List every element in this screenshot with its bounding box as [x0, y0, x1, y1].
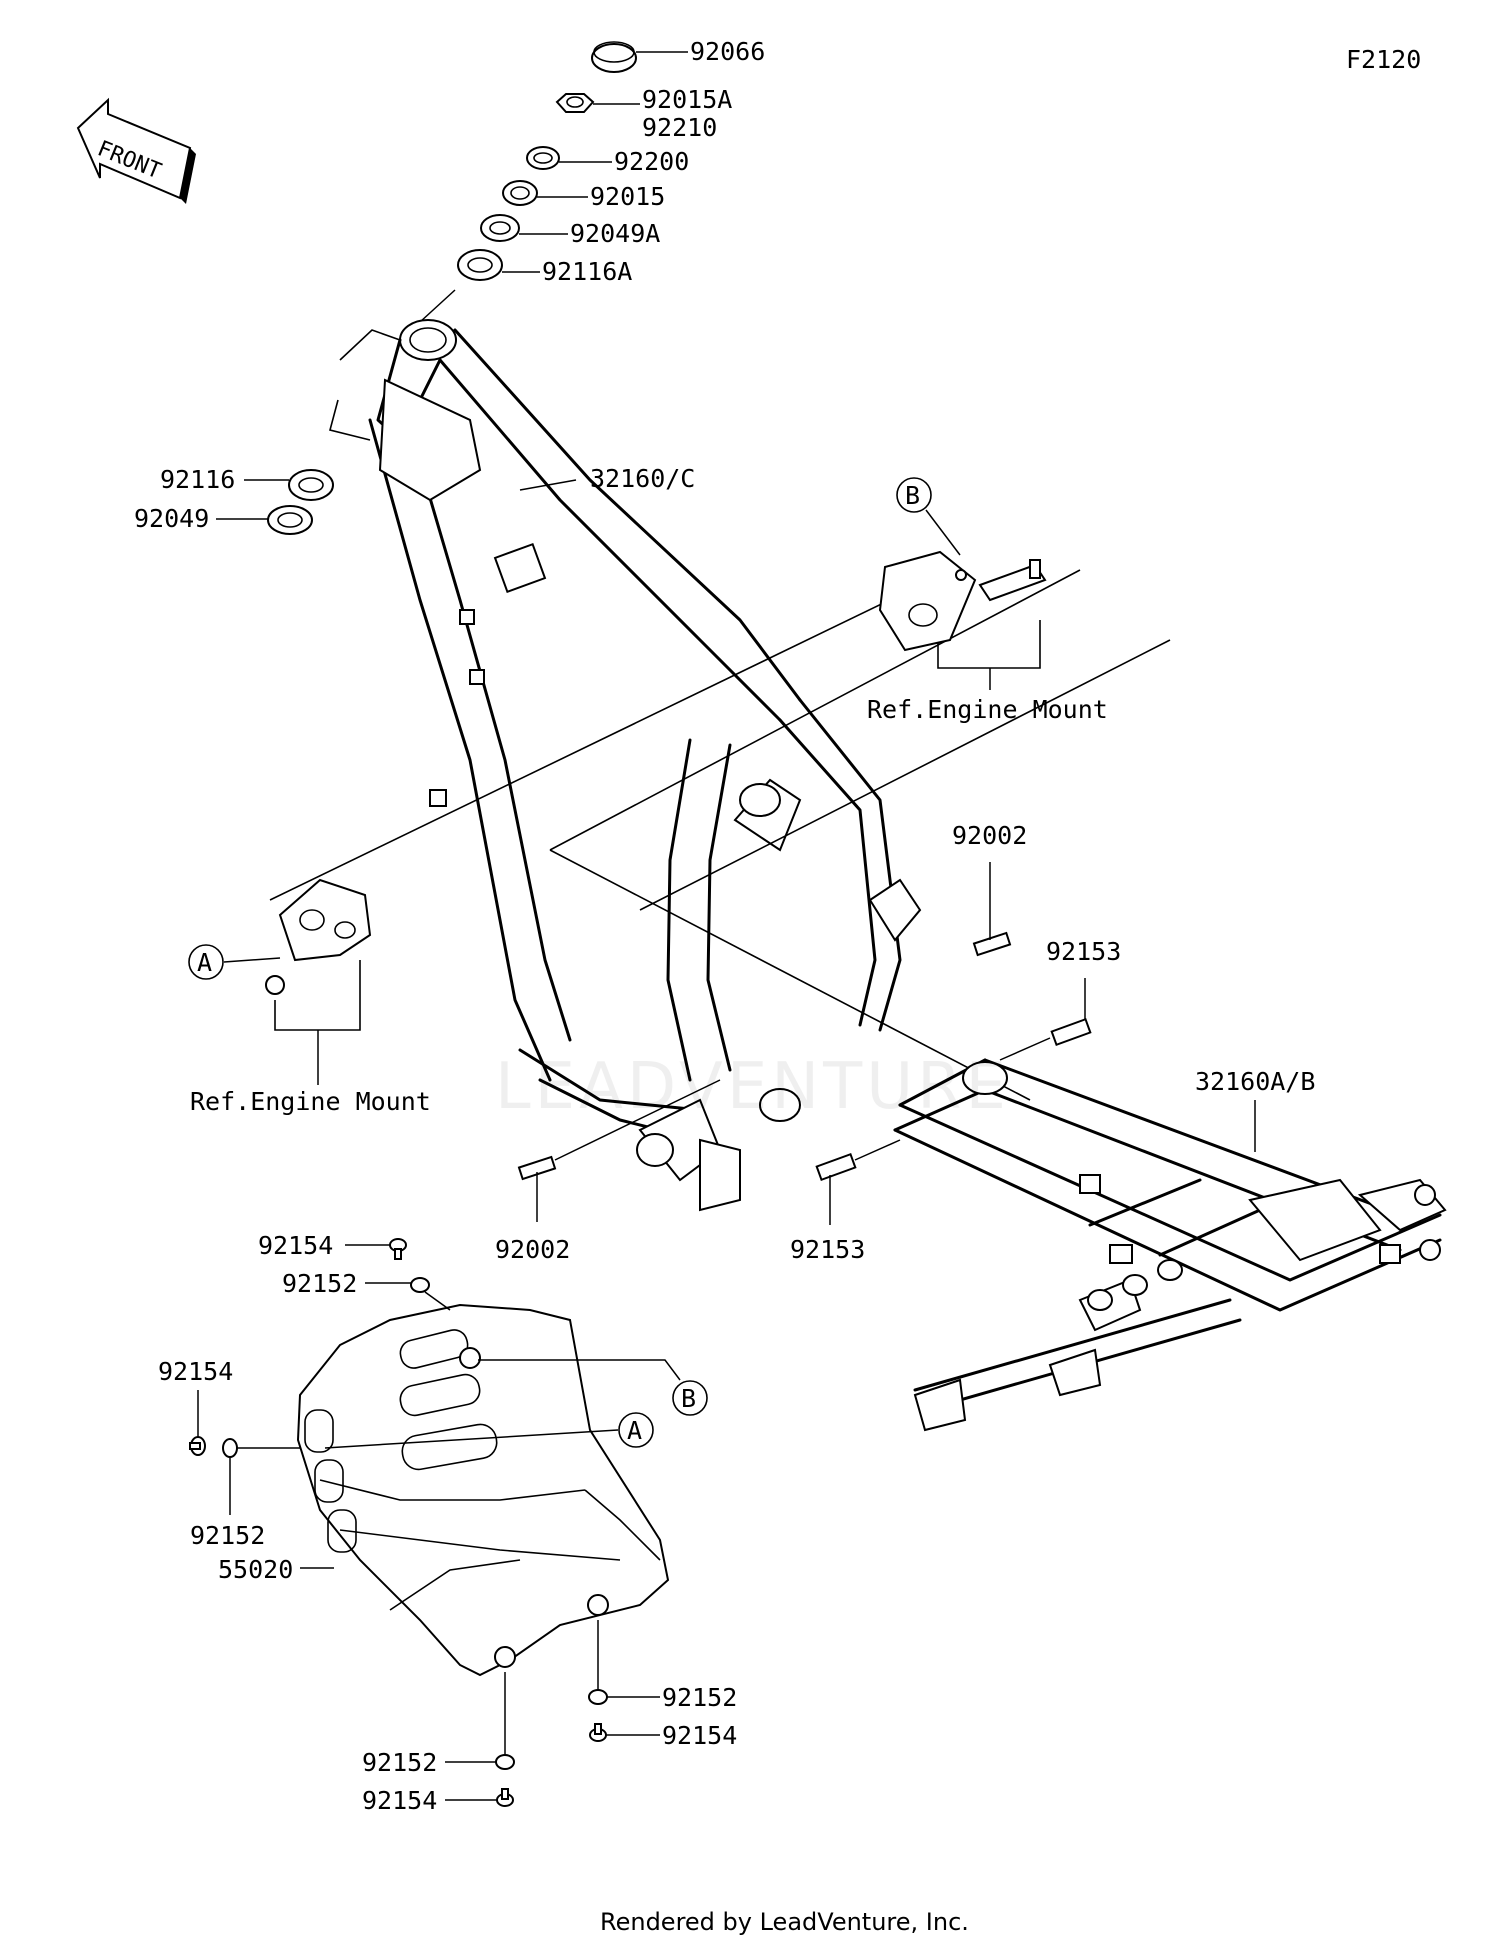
bolt-92154-left — [189, 1436, 206, 1456]
callout-a-left — [188, 944, 224, 980]
washer-92152-right — [588, 1689, 608, 1705]
callout-a-plate — [618, 1412, 654, 1448]
callout-b-plate — [672, 1380, 708, 1416]
bolt-92002-left — [517, 1155, 557, 1181]
label-92049: 92049 — [134, 504, 209, 533]
bolt-92002-right — [972, 931, 1012, 957]
diagram-code: F2120 — [1346, 45, 1421, 74]
skid-plate-slots — [304, 1329, 498, 1553]
bolt-92154-top — [389, 1238, 407, 1260]
label-32160AB: 32160A/B — [1195, 1067, 1315, 1096]
callout-b-top — [896, 477, 932, 513]
washer-92152-left — [222, 1438, 238, 1458]
label-92154-right: 92154 — [662, 1721, 737, 1750]
locknut — [502, 180, 538, 206]
label-92200: 92200 — [614, 147, 689, 176]
steering-stem-cap — [591, 41, 637, 73]
label-92153-bottom: 92153 — [790, 1235, 865, 1264]
label-92002-bottom: 92002 — [495, 1235, 570, 1264]
watermark: LEADVENTURE — [495, 1050, 1010, 1124]
label-92154-bottom: 92154 — [362, 1786, 437, 1815]
skid-plate — [296, 1303, 670, 1677]
oil-seal-lower — [267, 505, 313, 535]
engine-mount-bracket-a — [265, 878, 372, 995]
label-92152-bottom: 92152 — [362, 1748, 437, 1777]
bearing-upper — [457, 249, 503, 281]
main-frame — [329, 319, 922, 1212]
oil-seal-upper — [480, 214, 520, 242]
label-92116: 92116 — [160, 465, 235, 494]
bolt-92153-upper — [1050, 1017, 1092, 1047]
ref-engine-mount-left: Ref.Engine Mount — [190, 1087, 431, 1116]
footer-credit: Rendered by LeadVenture, Inc. — [600, 1908, 969, 1936]
front-arrow-icon: FRONT — [76, 97, 196, 204]
bearing-lower — [288, 469, 334, 501]
callout-a-plate-label: A — [627, 1416, 642, 1445]
label-92152-right: 92152 — [662, 1683, 737, 1712]
bolt-92154-bottom — [496, 1788, 514, 1807]
label-92002-top: 92002 — [952, 821, 1027, 850]
label-92154-top: 92154 — [258, 1231, 333, 1260]
label-92049A: 92049A — [570, 219, 660, 248]
ref-engine-mount-top: Ref.Engine Mount — [867, 695, 1108, 724]
label-92015: 92015 — [590, 182, 665, 211]
label-92116A: 92116A — [542, 257, 632, 286]
bolt-92153-lower — [815, 1152, 857, 1182]
sub-frame — [893, 1058, 1447, 1432]
engine-mount-bracket-b — [878, 550, 1047, 652]
stem-washer — [526, 146, 560, 170]
stem-nut — [555, 93, 595, 113]
callout-b-top-label: B — [905, 481, 920, 510]
label-92154-left: 92154 — [158, 1357, 233, 1386]
callout-a-left-label: A — [197, 948, 212, 977]
label-32160C: 32160/C — [590, 464, 695, 493]
label-55020: 55020 — [218, 1555, 293, 1584]
washer-92152-top — [410, 1277, 430, 1293]
label-92015A: 92015A — [642, 85, 732, 114]
label-92152-left: 92152 — [190, 1521, 265, 1550]
bolt-92154-right — [589, 1723, 607, 1742]
label-92210: 92210 — [642, 113, 717, 142]
label-92153-top: 92153 — [1046, 937, 1121, 966]
washer-92152-bottom — [495, 1754, 515, 1770]
label-92152-top: 92152 — [282, 1269, 357, 1298]
callout-b-plate-label: B — [681, 1384, 696, 1413]
label-92066: 92066 — [690, 37, 765, 66]
